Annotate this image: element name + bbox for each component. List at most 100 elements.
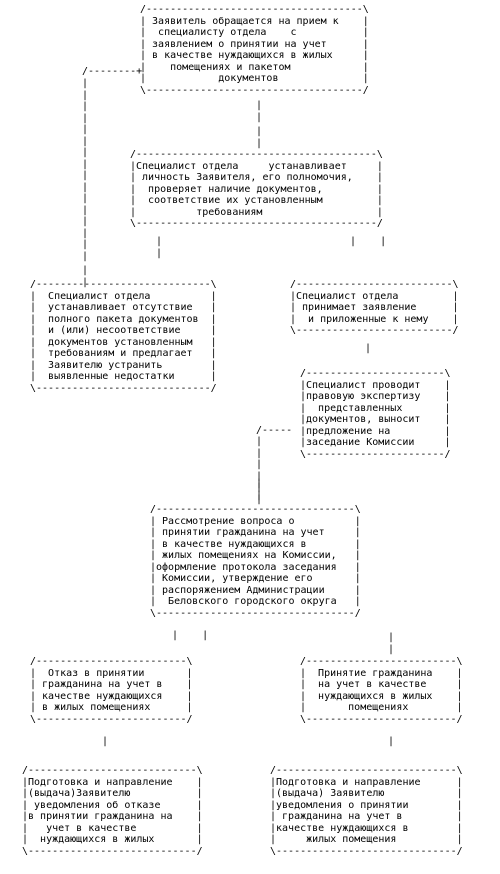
connector-6-line-2: |: [82, 89, 89, 101]
connector-10-line-1: |: [256, 436, 263, 447]
node-refusal-notice-line-2: |Подготовка и направление |: [22, 776, 203, 788]
node-accepts-application-line-4: | и приложенные к нему |: [290, 313, 459, 325]
node-legal-review-line-1: /-----------------------\: [300, 368, 451, 379]
connector-8-line-1: |: [365, 343, 372, 354]
node-acceptance-notice-line-8: \------------------------------/: [270, 845, 463, 857]
node-refusal-line-4: | качестве нуждающихся |: [30, 690, 193, 702]
connector-10-line-6: |: [256, 493, 263, 505]
connector-4-line-2: |: [156, 247, 163, 259]
connector-10-line-2: |: [256, 447, 263, 459]
node-refusal-notice-line-5: |в принятии гражданина на |: [22, 811, 203, 822]
node-commission-review-line-6: |оформление протокола заседания |: [150, 561, 361, 573]
connector-7-line-1: |: [82, 265, 89, 276]
node-specialist-verifies-line-3: | личность Заявителя, его полномочия, |: [130, 172, 383, 183]
node-specialist-verifies-line-6: | требованиям |: [130, 206, 383, 218]
connector-6-line-5: |: [82, 124, 89, 135]
connector-6-line-13: |: [82, 216, 89, 227]
node-incomplete-package-line-9: | выявленные недостатки |: [30, 371, 217, 382]
node-specialist-verifies-line-7: \---------------------------------------…: [130, 218, 383, 229]
node-legal-review-line-8: \-----------------------/: [300, 448, 451, 460]
node-accepts-application-line-3: | принимает заявление |: [290, 302, 459, 313]
connector-2-line-1: |: [256, 100, 263, 111]
node-incomplete-package-line-6: | документов установленным |: [30, 336, 217, 348]
node-incomplete-package-line-1: /-----------------------------\: [30, 279, 217, 290]
node-incomplete-package-line-3: | устанавливает отсутствие |: [30, 302, 217, 313]
node-acceptance-notice-line-5: | гражданина на учет в |: [270, 811, 463, 822]
node-applicant-submits-line-5: | в качестве нуждающихся в жилых |: [140, 50, 369, 61]
node-applicant-submits-line-6: | помещениях и пакетом |: [140, 61, 369, 73]
node-acceptance-line-5: | помещениях |: [300, 702, 463, 713]
connector-11-line-2: |: [256, 489, 263, 501]
connector-6-line-3: |: [82, 101, 89, 112]
node-acceptance-notice-line-6: |качестве нуждающихся в |: [270, 822, 463, 834]
node-applicant-submits-line-3: | специалисту отдела с |: [140, 27, 369, 38]
node-applicant-submits-line-4: | заявлением о принятии на учет |: [140, 38, 369, 50]
node-legal-review-line-6: |предложение на |: [300, 425, 451, 437]
connector-3-line-2: |: [256, 137, 263, 149]
node-acceptance-line-3: | на учет в качестве |: [300, 679, 463, 690]
connector-4-line-1: |: [156, 236, 163, 247]
connector-6-line-6: |: [82, 135, 89, 147]
node-applicant-submits-line-7: | документов |: [140, 73, 369, 84]
connector-5-line-1: | |: [350, 236, 387, 247]
node-applicant-submits-line-1: /------------------------------------\: [140, 4, 369, 15]
connector-10-line-5: |: [256, 482, 263, 493]
node-acceptance-notice-line-2: |Подготовка и направление |: [270, 776, 463, 788]
connector-2-line-2: |: [256, 111, 263, 123]
node-acceptance-line-4: | нуждающихся в жилых |: [300, 690, 463, 702]
node-legal-review-line-3: |правовую экспертизу |: [300, 391, 451, 402]
node-refusal-notice-line-7: | нуждающихся в жилых |: [22, 834, 203, 845]
connector-7-line-2: |: [82, 276, 89, 288]
node-commission-review-line-10: \---------------------------------/: [150, 607, 361, 619]
node-refusal-line-3: | гражданина на учет в |: [30, 679, 193, 690]
node-acceptance-line-2: | Принятие гражданина |: [300, 667, 463, 679]
node-acceptance-notice-line-4: |уведомления о принятии |: [270, 799, 463, 811]
node-accepts-application-line-5: \--------------------------/: [290, 325, 459, 336]
connector-6-line-7: |: [82, 147, 89, 158]
node-refusal-notice-line-4: | уведомления об отказе |: [22, 799, 203, 811]
node-specialist-verifies-line-5: | соответствие их установленным |: [130, 195, 383, 206]
node-refusal-line-1: /-------------------------\: [30, 656, 193, 667]
connector-6-line-8: |: [82, 158, 89, 170]
connector-6-line-16: |: [82, 250, 89, 262]
node-accepts-application-line-2: |Специалист отдела |: [290, 290, 459, 302]
node-incomplete-package-line-7: | требованиям и предлагает |: [30, 348, 217, 359]
node-acceptance-notice-line-3: |(выдача) Заявителю |: [270, 788, 463, 799]
connector-12-line-1: | |: [172, 630, 209, 641]
node-commission-review-line-2: | Рассмотрение вопроса о |: [150, 515, 361, 527]
node-commission-review-line-4: | в качестве нуждающихся в |: [150, 538, 361, 550]
node-legal-review-line-7: |заседание Комиссии |: [300, 437, 451, 448]
node-applicant-submits-line-2: | Заявитель обращается на прием к |: [140, 15, 369, 27]
connector-10-line-3: |: [256, 459, 263, 470]
connector-3-line-1: |: [256, 126, 263, 137]
node-incomplete-package-line-10: \-----------------------------/: [30, 382, 217, 394]
node-refusal-line-5: | в жилых помещениях |: [30, 702, 193, 713]
node-specialist-verifies-line-1: /---------------------------------------…: [130, 149, 383, 160]
connector-1-line-1: /--------+: [82, 66, 143, 77]
node-incomplete-package-line-2: | Специалист отдела |: [30, 290, 217, 302]
connector-6-line-15: |: [82, 239, 89, 250]
node-accepts-application-line-1: /--------------------------\: [290, 279, 459, 290]
connector-6-line-4: |: [82, 112, 89, 124]
connector-11-line-1: |: [256, 478, 263, 489]
connector-6-line-1: |: [82, 78, 89, 89]
node-specialist-verifies-line-4: | проверяет наличие документов, |: [130, 183, 383, 195]
node-refusal-notice-line-8: \----------------------------/: [22, 845, 203, 857]
connector-9-line-1: /-----: [256, 425, 293, 436]
node-acceptance-notice-line-7: | жилых помещения |: [270, 834, 463, 845]
connector-6-line-9: |: [82, 170, 89, 181]
node-commission-review-line-8: | распоряжением Администрации |: [150, 584, 361, 596]
node-commission-review-line-9: | Беловского городского округа |: [150, 596, 361, 607]
node-acceptance-line-6: \-------------------------/: [300, 713, 463, 725]
node-incomplete-package-line-8: | Заявителю устранить |: [30, 359, 217, 371]
connector-15-line-1: |: [388, 736, 395, 747]
node-acceptance-line-1: /-------------------------\: [300, 656, 463, 667]
node-refusal-notice-line-1: /----------------------------\: [22, 765, 203, 776]
node-refusal-line-6: \-------------------------/: [30, 713, 193, 725]
node-refusal-notice-line-6: | учет в качестве |: [22, 822, 203, 834]
node-commission-review-line-3: | принятии гражданина на учет |: [150, 527, 361, 538]
connector-13-line-1: |: [388, 632, 395, 643]
node-commission-review-line-5: | жилых помещениях на Комиссии, |: [150, 550, 361, 561]
node-refusal-line-2: | Отказ в принятии |: [30, 667, 193, 679]
